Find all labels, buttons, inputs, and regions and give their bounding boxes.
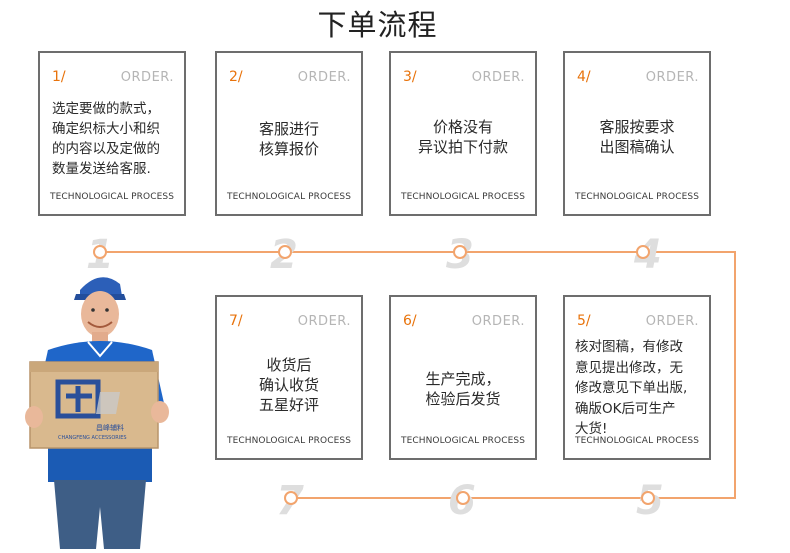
step-card-foot: TECHNOLOGICAL PROCESS	[400, 436, 526, 446]
step-card-number: 3/	[403, 69, 417, 85]
step-card-7: 7/ ORDER. 收货后 确认收货 五星好评 TECHNOLOGICAL PR…	[215, 295, 363, 460]
step-card-foot: TECHNOLOGICAL PROCESS	[400, 192, 526, 202]
step-card-number: 6/	[403, 313, 417, 329]
step-card-4: 4/ ORDER. 客服按要求 出图稿确认 TECHNOLOGICAL PROC…	[563, 51, 711, 216]
step-card-order: ORDER.	[471, 314, 525, 329]
step-card-number: 7/	[229, 313, 243, 329]
page-title: 下单流程	[317, 8, 438, 42]
timeline-bottom	[290, 497, 736, 499]
step-card-number: 4/	[577, 69, 591, 85]
step-card-foot: TECHNOLOGICAL PROCESS	[226, 436, 352, 446]
step-card-order: ORDER.	[120, 70, 174, 85]
timeline-dot-6	[456, 491, 470, 505]
step-card-1: 1/ ORDER. 选定要做的款式， 确定织标大小和织 的内容以及定做的 数量发…	[38, 51, 186, 216]
timeline-top	[100, 251, 736, 253]
step-card-number: 5/	[577, 313, 591, 329]
step-card-2: 2/ ORDER. 客服进行 核算报价 TECHNOLOGICAL PROCES…	[215, 51, 363, 216]
step-card-text: 核对图稿，有修改 意见提出修改，无 修改意见下单出版, 确版OK后可生产 大货!	[575, 339, 688, 437]
step-card-number: 1/	[52, 69, 66, 85]
step-card-5: 5/ ORDER. 核对图稿，有修改 意见提出修改，无 修改意见下单出版, 确版…	[563, 295, 711, 460]
step-card-3: 3/ ORDER. 价格没有 异议拍下付款 TECHNOLOGICAL PROC…	[389, 51, 537, 216]
step-card-order: ORDER.	[645, 70, 699, 85]
box-brand-name: 昌峰辅料	[96, 423, 124, 432]
step-card-order: ORDER.	[471, 70, 525, 85]
step-card-foot: TECHNOLOGICAL PROCESS	[574, 436, 700, 446]
step-card-text: 生产完成， 检验后发货	[425, 370, 501, 408]
delivery-person-illustration: 昌峰辅料 CHANGFENG ACCESSORIES	[0, 262, 200, 549]
step-card-number: 2/	[229, 69, 243, 85]
step-card-text: 价格没有 异议拍下付款	[417, 118, 508, 156]
step-card-order: ORDER.	[297, 314, 351, 329]
step-card-text: 收货后 确认收货 五星好评	[258, 356, 319, 414]
timeline-dot-3	[453, 245, 467, 259]
timeline-right	[734, 251, 736, 499]
timeline-dot-5	[641, 491, 655, 505]
step-card-foot: TECHNOLOGICAL PROCESS	[49, 192, 175, 202]
step-card-order: ORDER.	[297, 70, 351, 85]
timeline-dot-7	[284, 491, 298, 505]
timeline-dot-4	[636, 245, 650, 259]
step-card-text: 客服按要求 出图稿确认	[599, 118, 675, 156]
step-card-foot: TECHNOLOGICAL PROCESS	[226, 192, 352, 202]
step-card-6: 6/ ORDER. 生产完成， 检验后发货 TECHNOLOGICAL PROC…	[389, 295, 537, 460]
step-card-text: 选定要做的款式， 确定织标大小和织 的内容以及定做的 数量发送给客服.	[52, 101, 160, 177]
step-card-text: 客服进行 核算报价	[258, 120, 319, 158]
box-brand-sub: CHANGFENG ACCESSORIES	[58, 435, 127, 441]
step-card-order: ORDER.	[645, 314, 699, 329]
timeline-dot-1	[93, 245, 107, 259]
timeline-dot-2	[278, 245, 292, 259]
step-card-foot: TECHNOLOGICAL PROCESS	[574, 192, 700, 202]
